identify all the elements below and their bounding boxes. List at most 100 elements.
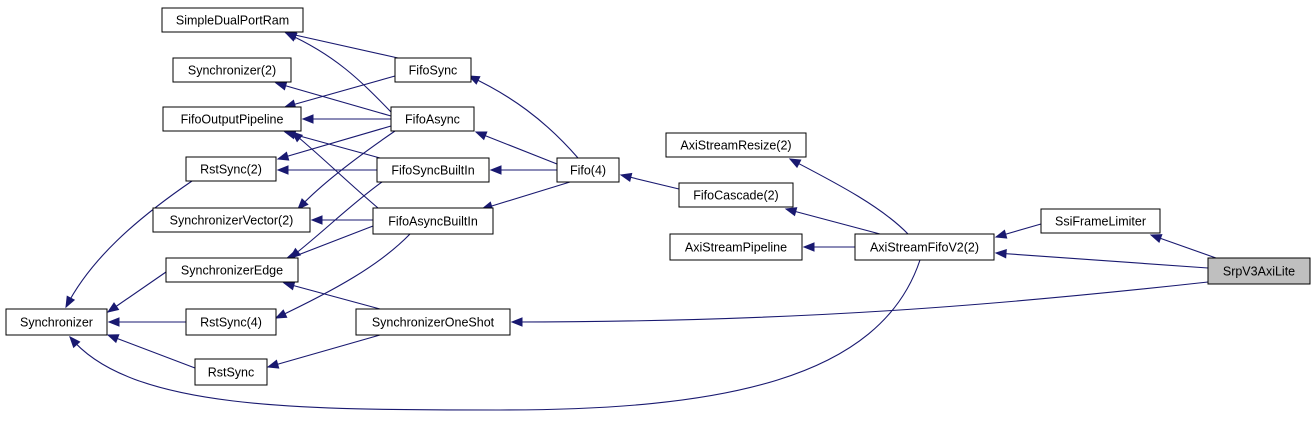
arrowhead — [106, 302, 120, 313]
node-fifo-sync-built-in[interactable]: FifoSyncBuiltIn — [376, 157, 490, 183]
node-label: RstSync(4) — [200, 316, 262, 330]
node-fifo-async[interactable]: FifoAsync — [390, 106, 475, 132]
arrowhead — [274, 309, 288, 319]
node-ssi-frame-limiter[interactable]: SsiFrameLimiter — [1040, 208, 1161, 234]
arrowhead — [489, 165, 502, 175]
node-label: FifoSync — [409, 64, 458, 78]
arrowhead — [297, 198, 309, 210]
node-synchronizer[interactable]: Synchronizer — [5, 308, 108, 336]
node-fifo-cascade-2[interactable]: FifoCascade(2) — [678, 182, 794, 208]
node-rst-sync-4[interactable]: RstSync(4) — [185, 308, 277, 336]
node-label: Fifo(4) — [570, 164, 606, 178]
arrowhead — [467, 75, 481, 85]
arrowhead — [510, 317, 523, 327]
arrowhead — [276, 165, 289, 175]
edge-fifo-cascade-2-to-fifo-4 — [619, 172, 680, 190]
edge-fifo-sync-to-simple-dual-port-ram — [284, 30, 399, 59]
edge-fifo-async-to-rst-sync-2 — [276, 125, 392, 161]
arrowhead — [106, 334, 120, 344]
node-label: SynchronizerEdge — [181, 264, 283, 278]
node-srp-v3-axi-lite[interactable]: SrpV3AxiLite — [1207, 257, 1311, 285]
node-fifo-async-built-in[interactable]: FifoAsyncBuiltIn — [372, 207, 494, 235]
arrowhead — [784, 207, 798, 217]
edge-fifo-4-to-fifo-sync-built-in — [489, 165, 557, 175]
node-synchronizer-2[interactable]: Synchronizer(2) — [172, 57, 292, 83]
arrowhead — [994, 229, 1008, 239]
edge-synchronizer-one-shot-to-synchronizer-edge — [282, 281, 381, 310]
edge-fifo-async-built-in-to-rst-sync-4 — [274, 233, 411, 319]
node-label: SrpV3AxiLite — [1223, 265, 1295, 279]
arrowhead — [619, 172, 633, 183]
edge-fifo-async-to-simple-dual-port-ram — [284, 32, 392, 113]
node-label: FifoAsyncBuiltIn — [388, 215, 478, 229]
arrowhead — [274, 81, 288, 91]
node-label: AxiStreamPipeline — [685, 241, 787, 255]
arrowhead — [107, 317, 120, 327]
edge-fifo-4-to-fifo-async-built-in — [480, 181, 571, 211]
arrowhead — [301, 114, 314, 124]
node-label: RstSync(2) — [200, 163, 262, 177]
node-label: FifoCascade(2) — [693, 189, 778, 203]
node-label: SynchronizerOneShot — [372, 316, 495, 330]
arrowhead — [65, 295, 76, 309]
node-label: RstSync — [208, 366, 255, 380]
edges-layer — [65, 30, 1217, 411]
arrowhead — [788, 158, 802, 169]
arrowhead — [310, 215, 323, 225]
arrowhead — [69, 335, 81, 349]
node-synchronizer-one-shot[interactable]: SynchronizerOneShot — [355, 308, 511, 336]
node-label: Synchronizer — [20, 316, 93, 330]
node-rst-sync[interactable]: RstSync — [194, 358, 268, 386]
edge-fifo-async-built-in-to-synchronizer-vector-2 — [310, 215, 373, 225]
arrowhead — [1149, 234, 1163, 243]
edge-fifo-async-built-in-to-fifo-output-pipeline — [290, 131, 379, 209]
edge-synchronizer-edge-to-synchronizer — [106, 271, 167, 313]
edge-axi-stream-fifo-v2-2-to-synchronizer — [69, 259, 921, 411]
edge-fifo-sync-to-fifo-output-pipeline — [283, 75, 396, 109]
edge-srp-v3-axi-lite-to-ssi-frame-limiter — [1149, 234, 1217, 259]
node-synchronizer-edge[interactable]: SynchronizerEdge — [165, 257, 299, 283]
edge-synchronizer-one-shot-to-rst-sync — [266, 334, 381, 369]
arrowhead — [474, 131, 488, 141]
node-fifo-sync[interactable]: FifoSync — [394, 57, 472, 83]
node-synchronizer-vector-2[interactable]: SynchronizerVector(2) — [152, 207, 311, 233]
edge-fifo-sync-built-in-to-rst-sync-2 — [276, 165, 377, 175]
node-rst-sync-2[interactable]: RstSync(2) — [185, 156, 277, 182]
edge-srp-v3-axi-lite-to-axi-stream-fifo-v2-2 — [994, 248, 1209, 269]
arrowhead — [290, 131, 304, 143]
node-label: FifoAsync — [405, 113, 460, 127]
node-label: SsiFrameLimiter — [1055, 215, 1146, 229]
node-label: AxiStreamFifoV2(2) — [870, 241, 979, 255]
edge-axi-stream-fifo-v2-2-to-fifo-cascade-2 — [784, 207, 881, 235]
edge-fifo-4-to-fifo-sync — [467, 75, 579, 159]
node-label: SimpleDualPortRam — [176, 14, 289, 28]
edge-axi-stream-fifo-v2-2-to-axi-stream-resize-2 — [788, 158, 909, 235]
node-label: Synchronizer(2) — [188, 64, 276, 78]
edge-axi-stream-fifo-v2-2-to-axi-stream-pipeline — [802, 242, 855, 252]
arrowhead — [266, 359, 280, 369]
edge-fifo-4-to-fifo-async — [474, 131, 558, 165]
node-simple-dual-port-ram[interactable]: SimpleDualPortRam — [161, 7, 304, 33]
edge-ssi-frame-limiter-to-axi-stream-fifo-v2-2 — [994, 223, 1042, 239]
arrowhead — [282, 281, 296, 291]
node-fifo-4[interactable]: Fifo(4) — [556, 157, 620, 183]
arrowhead — [276, 151, 290, 161]
edge-rst-sync-to-synchronizer — [106, 334, 196, 369]
edge-srp-v3-axi-lite-to-synchronizer-one-shot — [510, 281, 1209, 327]
nodes-layer: SimpleDualPortRam Synchronizer(2) FifoOu… — [5, 7, 1311, 386]
node-fifo-output-pipeline[interactable]: FifoOutputPipeline — [162, 106, 302, 132]
node-label: AxiStreamResize(2) — [680, 139, 791, 153]
node-label: FifoSyncBuiltIn — [391, 164, 474, 178]
node-axi-stream-fifo-v2-2[interactable]: AxiStreamFifoV2(2) — [854, 233, 995, 261]
edge-fifo-async-to-fifo-output-pipeline — [301, 114, 391, 124]
arrowhead — [802, 242, 815, 252]
edge-rst-sync-4-to-synchronizer — [107, 317, 186, 327]
arrowhead — [994, 248, 1007, 259]
node-label: SynchronizerVector(2) — [170, 214, 294, 228]
edge-rst-sync-2-to-synchronizer — [65, 180, 193, 309]
node-axi-stream-resize-2[interactable]: AxiStreamResize(2) — [665, 132, 807, 158]
node-label: FifoOutputPipeline — [181, 113, 284, 127]
arrowhead — [284, 32, 298, 42]
node-axi-stream-pipeline[interactable]: AxiStreamPipeline — [669, 233, 803, 261]
